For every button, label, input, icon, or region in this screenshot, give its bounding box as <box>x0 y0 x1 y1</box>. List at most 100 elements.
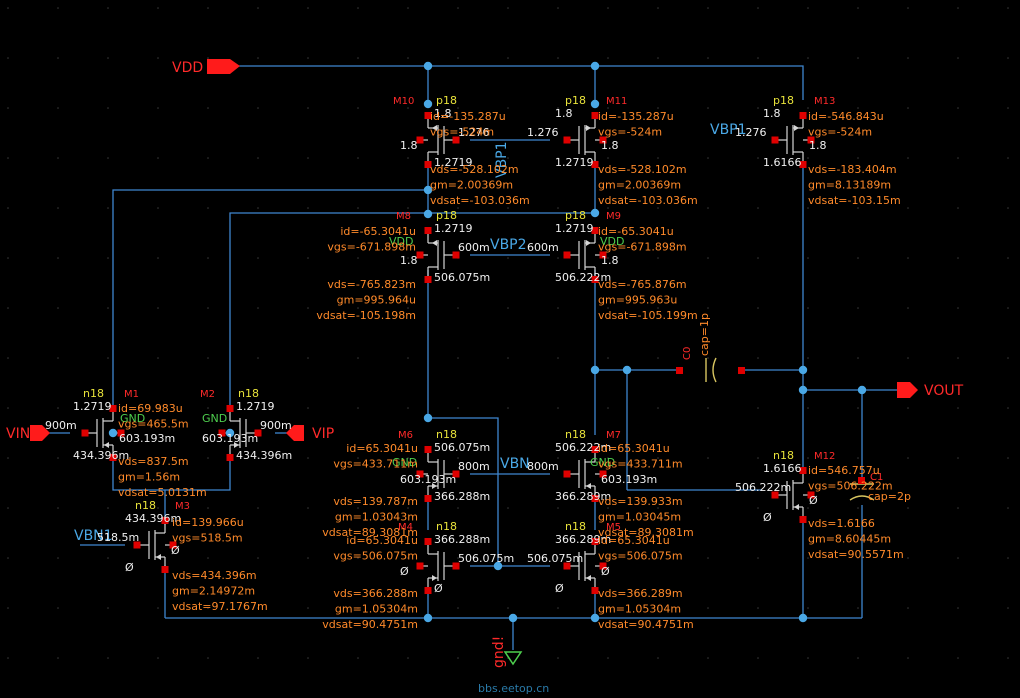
capacitor-c1[interactable] <box>849 477 875 501</box>
node-voltage-bulk: 1.8 <box>400 254 418 267</box>
transistor-m6[interactable] <box>416 446 460 502</box>
dot-grid <box>7 7 1009 659</box>
pin-vip[interactable]: VIP <box>286 425 334 442</box>
node-voltage-bulk: Ø <box>400 565 409 578</box>
net-node <box>590 61 600 71</box>
op-point-value: id=-135.287u <box>598 110 674 123</box>
net-node <box>798 613 808 623</box>
node-voltage-bulk: Ø <box>601 565 610 578</box>
pin-vout[interactable]: VOUT <box>897 382 964 399</box>
net-junctions <box>108 61 867 623</box>
transistor-m1[interactable] <box>81 405 125 461</box>
transistor-m9[interactable] <box>563 227 607 283</box>
device-model: n18 <box>135 499 156 512</box>
node-voltage-source: Ø <box>555 582 564 595</box>
node-voltage-source: Ø <box>125 561 134 574</box>
node-voltage-drain: 1.8 <box>434 107 452 120</box>
node-voltage-bulk: 603.193m <box>202 432 258 445</box>
op-point-value: gm=1.56m <box>118 471 180 484</box>
pin-vin[interactable]: VIN <box>6 425 50 442</box>
op-point-value: gm=8.60445m <box>808 533 891 546</box>
vout-pin-label: VOUT <box>924 383 964 399</box>
vin-pin-label: VIN <box>6 426 30 442</box>
transistor-m11[interactable] <box>563 112 607 168</box>
bulk-label-gnd-m1: GND <box>120 412 145 425</box>
op-point-value: vds=366.289m <box>598 587 683 600</box>
device-name: M9 <box>606 211 621 222</box>
node-voltage-drain: 434.396m <box>125 512 181 525</box>
device-name: M10 <box>393 96 414 107</box>
op-point-value: gm=995.963u <box>598 294 677 307</box>
vin-pin-shape <box>30 425 50 441</box>
device-name: M11 <box>606 96 627 107</box>
c0-value: cap=1p <box>698 313 711 356</box>
device-model: p18 <box>773 94 794 107</box>
vdd-pin-shape <box>207 59 240 74</box>
net-node <box>857 385 867 395</box>
pin-vdd[interactable]: VDD <box>172 59 240 76</box>
transistor-m13[interactable] <box>771 112 815 168</box>
transistor-m10[interactable] <box>416 112 460 168</box>
node-voltage-bulk: 1.8 <box>400 139 418 152</box>
gnd-symbol[interactable]: gnd! <box>491 636 523 668</box>
node-voltage-source: 506.222m <box>555 271 611 284</box>
net-label-vbn1: VBN1 <box>74 528 113 544</box>
bulk-label-vdd-m8: VDD <box>389 235 413 248</box>
node-voltage-source: Ø <box>434 582 443 595</box>
op-point-value: vds=139.933m <box>598 495 683 508</box>
bulk-label-gnd-m2: GND <box>202 412 227 425</box>
op-point-value: id=546.757u <box>808 464 880 477</box>
node-voltage-gate: 900m <box>45 419 77 432</box>
transistor-m3[interactable] <box>133 517 177 573</box>
device-name: M1 <box>124 389 139 400</box>
op-point-value: vgs=506.075m <box>598 550 683 563</box>
op-point-value: id=-546.843u <box>808 110 884 123</box>
op-point-value: vgs=465.5m <box>118 418 189 431</box>
op-point-value: id=139.966u <box>172 516 244 529</box>
net-node <box>225 428 235 438</box>
op-point-value: vds=-765.823m <box>327 278 416 291</box>
op-point-value: vds=139.787m <box>333 495 418 508</box>
op-point-value: vgs=506.075m <box>333 550 418 563</box>
op-point-value: gm=1.03045m <box>598 511 681 524</box>
device-name: M3 <box>175 501 190 512</box>
device-name: M5 <box>606 522 621 533</box>
op-point-value: vds=434.396m <box>172 569 257 582</box>
net-node <box>423 99 433 109</box>
vip-pin-shape <box>286 425 304 441</box>
transistor-m4[interactable] <box>416 538 460 594</box>
device-model: n18 <box>238 387 259 400</box>
op-point-value: vds=-183.404m <box>808 163 897 176</box>
net-node <box>423 209 433 219</box>
bulk-label-gnd-m7: GND <box>590 456 615 469</box>
op-point-value: vgs=506.222m <box>808 480 893 493</box>
node-voltage-drain: 1.6166 <box>763 462 802 475</box>
node-voltage-gate: 1.276 <box>527 126 559 139</box>
transistor-m2[interactable] <box>218 405 262 461</box>
net-node <box>590 99 600 109</box>
net-node <box>508 613 518 623</box>
node-voltage-drain: 1.2719 <box>236 400 275 413</box>
op-point-value: gm=995.964u <box>337 294 416 307</box>
op-point-value: gm=1.03043m <box>335 511 418 524</box>
device-model: n18 <box>436 428 457 441</box>
op-point-value: vdsat=-105.198m <box>316 309 416 322</box>
device-model: n18 <box>83 387 104 400</box>
op-point-value: vdsat=89.3081m <box>322 526 418 539</box>
node-voltage-source: 1.2719 <box>555 156 594 169</box>
transistor-m8[interactable] <box>416 227 460 283</box>
op-point-value: id=65.3041u <box>346 442 418 455</box>
op-point-value: vgs=518.5m <box>172 532 243 545</box>
transistor-m5[interactable] <box>563 538 607 594</box>
transistor-m7[interactable] <box>563 446 607 502</box>
op-point-value: vdsat=90.4751m <box>598 618 694 631</box>
op-point-value: gm=2.14972m <box>172 585 255 598</box>
node-voltage-drain: 1.2719 <box>434 222 473 235</box>
node-voltage-drain: 366.289m <box>555 533 611 546</box>
transistor-m12[interactable] <box>771 467 815 523</box>
op-point-value: vgs=-524m <box>430 126 494 139</box>
c0-name: C0 <box>682 347 693 360</box>
capacitor-c0[interactable] <box>676 357 745 383</box>
op-point-value: vds=-528.102m <box>598 163 687 176</box>
net-node <box>423 613 433 623</box>
